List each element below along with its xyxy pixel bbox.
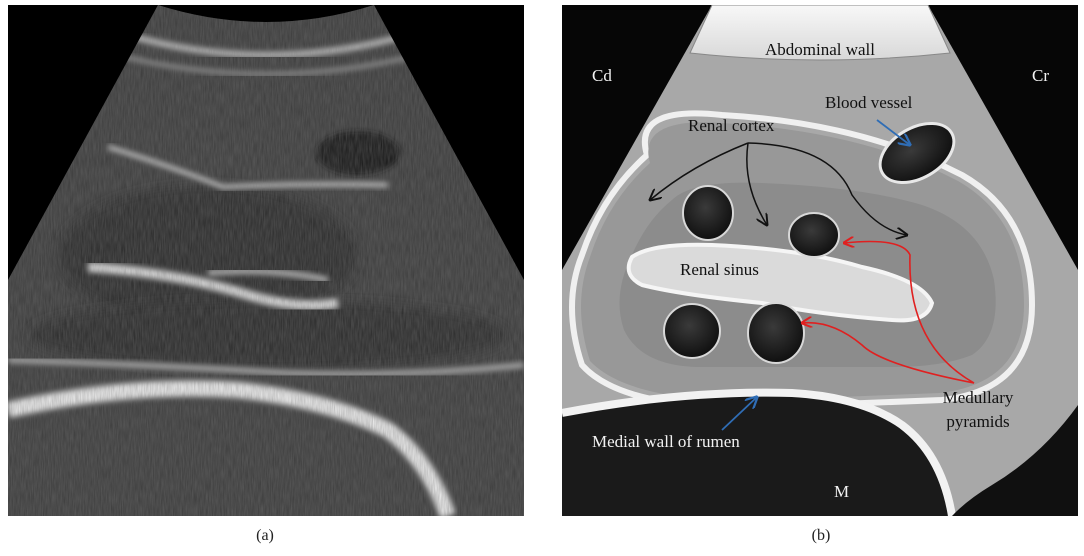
label-m: M	[834, 482, 849, 501]
ultrasound-image-panel	[8, 5, 524, 516]
label-abdominal-wall: Abdominal wall	[765, 40, 875, 59]
schematic-diagram-panel: Abdominal wall Cd Cr Blood vessel Renal …	[562, 5, 1078, 516]
medullary-pyramid	[789, 213, 839, 257]
schematic-diagram: Abdominal wall Cd Cr Blood vessel Renal …	[562, 5, 1078, 516]
label-renal-sinus: Renal sinus	[680, 260, 759, 279]
caption-a: (a)	[235, 527, 295, 545]
label-medial-wall-rumen: Medial wall of rumen	[592, 432, 740, 451]
medullary-pyramid	[683, 186, 733, 240]
label-medullary-line2: pyramids	[946, 412, 1009, 431]
label-cd: Cd	[592, 66, 612, 85]
medullary-pyramid	[664, 304, 720, 358]
label-renal-cortex: Renal cortex	[688, 116, 775, 135]
medullary-pyramid	[748, 303, 804, 363]
caption-b: (b)	[791, 527, 851, 545]
label-blood-vessel: Blood vessel	[825, 93, 913, 112]
label-medullary-line1: Medullary	[943, 388, 1014, 407]
label-cr: Cr	[1032, 66, 1049, 85]
ultrasound-image	[8, 5, 524, 516]
